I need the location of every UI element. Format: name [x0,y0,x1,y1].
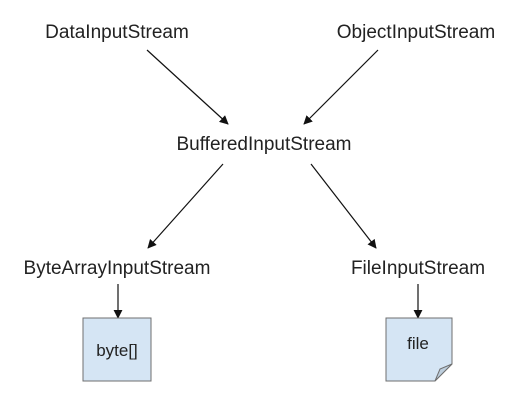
file-source: file [385,317,453,382]
byte-array-box [82,317,152,382]
buffered-input-stream-label: BufferedInputStream [177,134,352,155]
object-input-stream-label: ObjectInputStream [337,22,495,43]
file-input-stream-label: FileInputStream [351,258,485,279]
byte-array-source: byte[] [82,317,152,382]
data-input-stream-label: DataInputStream [45,22,189,43]
arrow-data-to-buffered [146,49,229,125]
arrow-object-to-buffered [303,49,379,125]
byte-array-text: byte[] [96,341,138,360]
byte-array-input-stream-label: ByteArrayInputStream [24,258,211,279]
arrow-buffered-to-file [310,163,377,249]
arrow-buffered-to-bytearray [147,163,224,249]
file-text: file [407,334,429,353]
file-folded-corner [434,363,453,382]
